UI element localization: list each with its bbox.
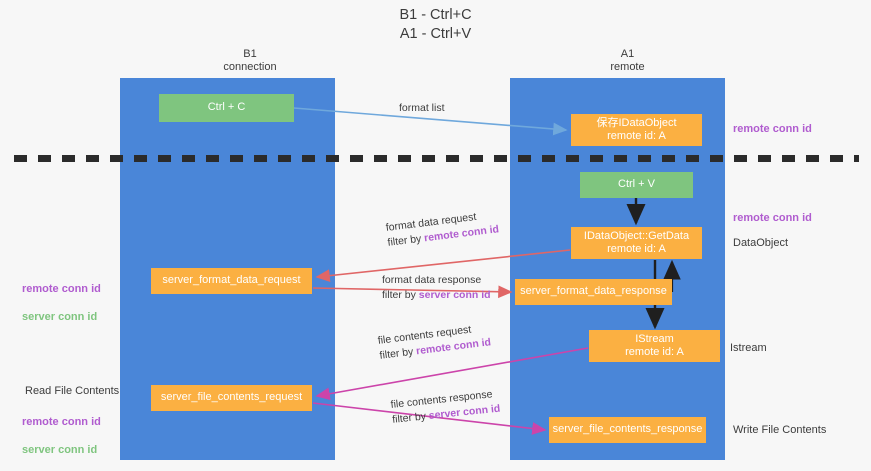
annotation-server-conn-id-2: server conn id [22, 444, 98, 456]
node-server-format-data-request[interactable]: server_format_data_request [151, 268, 312, 294]
edge-label-line2: filter by server conn id [382, 288, 491, 303]
filter-prefix: filter by [386, 232, 425, 249]
page-title: B1 - Ctrl+C A1 - Ctrl+V [399, 7, 472, 42]
annotation-istream: Istream [730, 342, 767, 354]
column-header-a1: A1 remote [610, 48, 645, 73]
annotation-write-file-contents: Write File Contents [733, 424, 827, 436]
node-server-file-contents-request[interactable]: server_file_contents_request [151, 385, 312, 411]
node-server-file-contents-response[interactable]: server_file_contents_response [549, 417, 706, 443]
annotation-remote-conn-id-2: remote conn id [22, 416, 101, 428]
filter-key-server-conn-id: server conn id [418, 289, 491, 301]
filter-prefix: filter by [382, 289, 419, 301]
edge-label-format-list: format list [399, 102, 445, 114]
annotation-remote-conn-id: remote conn id [22, 283, 101, 295]
dashed-separator [14, 155, 859, 162]
node-ctrl-v[interactable]: Ctrl + V [580, 172, 693, 198]
node-idataobject-getdata[interactable]: IDataObject::GetData remote id: A [571, 227, 702, 259]
annotation-dataobject: DataObject [733, 237, 789, 249]
annotation-read-file-contents: Read File Contents [25, 385, 120, 397]
filter-prefix: filter by [378, 345, 417, 362]
annotation-right-remote-conn-id-top: remote conn id [733, 123, 812, 135]
node-server-format-data-response[interactable]: server_format_data_response [515, 279, 672, 305]
edge-label-line1: format data response [382, 274, 482, 286]
node-istream[interactable]: IStream remote id: A [589, 330, 720, 362]
edge-label-format-data-response: format data response filter by server co… [382, 273, 491, 303]
edge-label-format-data-request: format data request filter by remote con… [385, 207, 500, 250]
filter-prefix: filter by [391, 410, 430, 426]
edge-label-file-contents-request: file contents request filter by remote c… [377, 320, 492, 363]
annotation-left-conn-ids-2: remote conn id server conn id [22, 401, 101, 471]
column-header-b1: B1 connection [223, 48, 277, 73]
edge-label-file-contents-response: file contents response filter by server … [390, 387, 501, 428]
annotation-server-conn-id: server conn id [22, 311, 98, 323]
node-idataobject[interactable]: 保存IDataObject remote id: A [571, 114, 702, 146]
node-ctrl-c[interactable]: Ctrl + C [159, 94, 294, 122]
annotation-right-remote-conn-id-mid: remote conn id [733, 212, 812, 224]
annotation-left-conn-ids: remote conn id server conn id [22, 268, 101, 338]
